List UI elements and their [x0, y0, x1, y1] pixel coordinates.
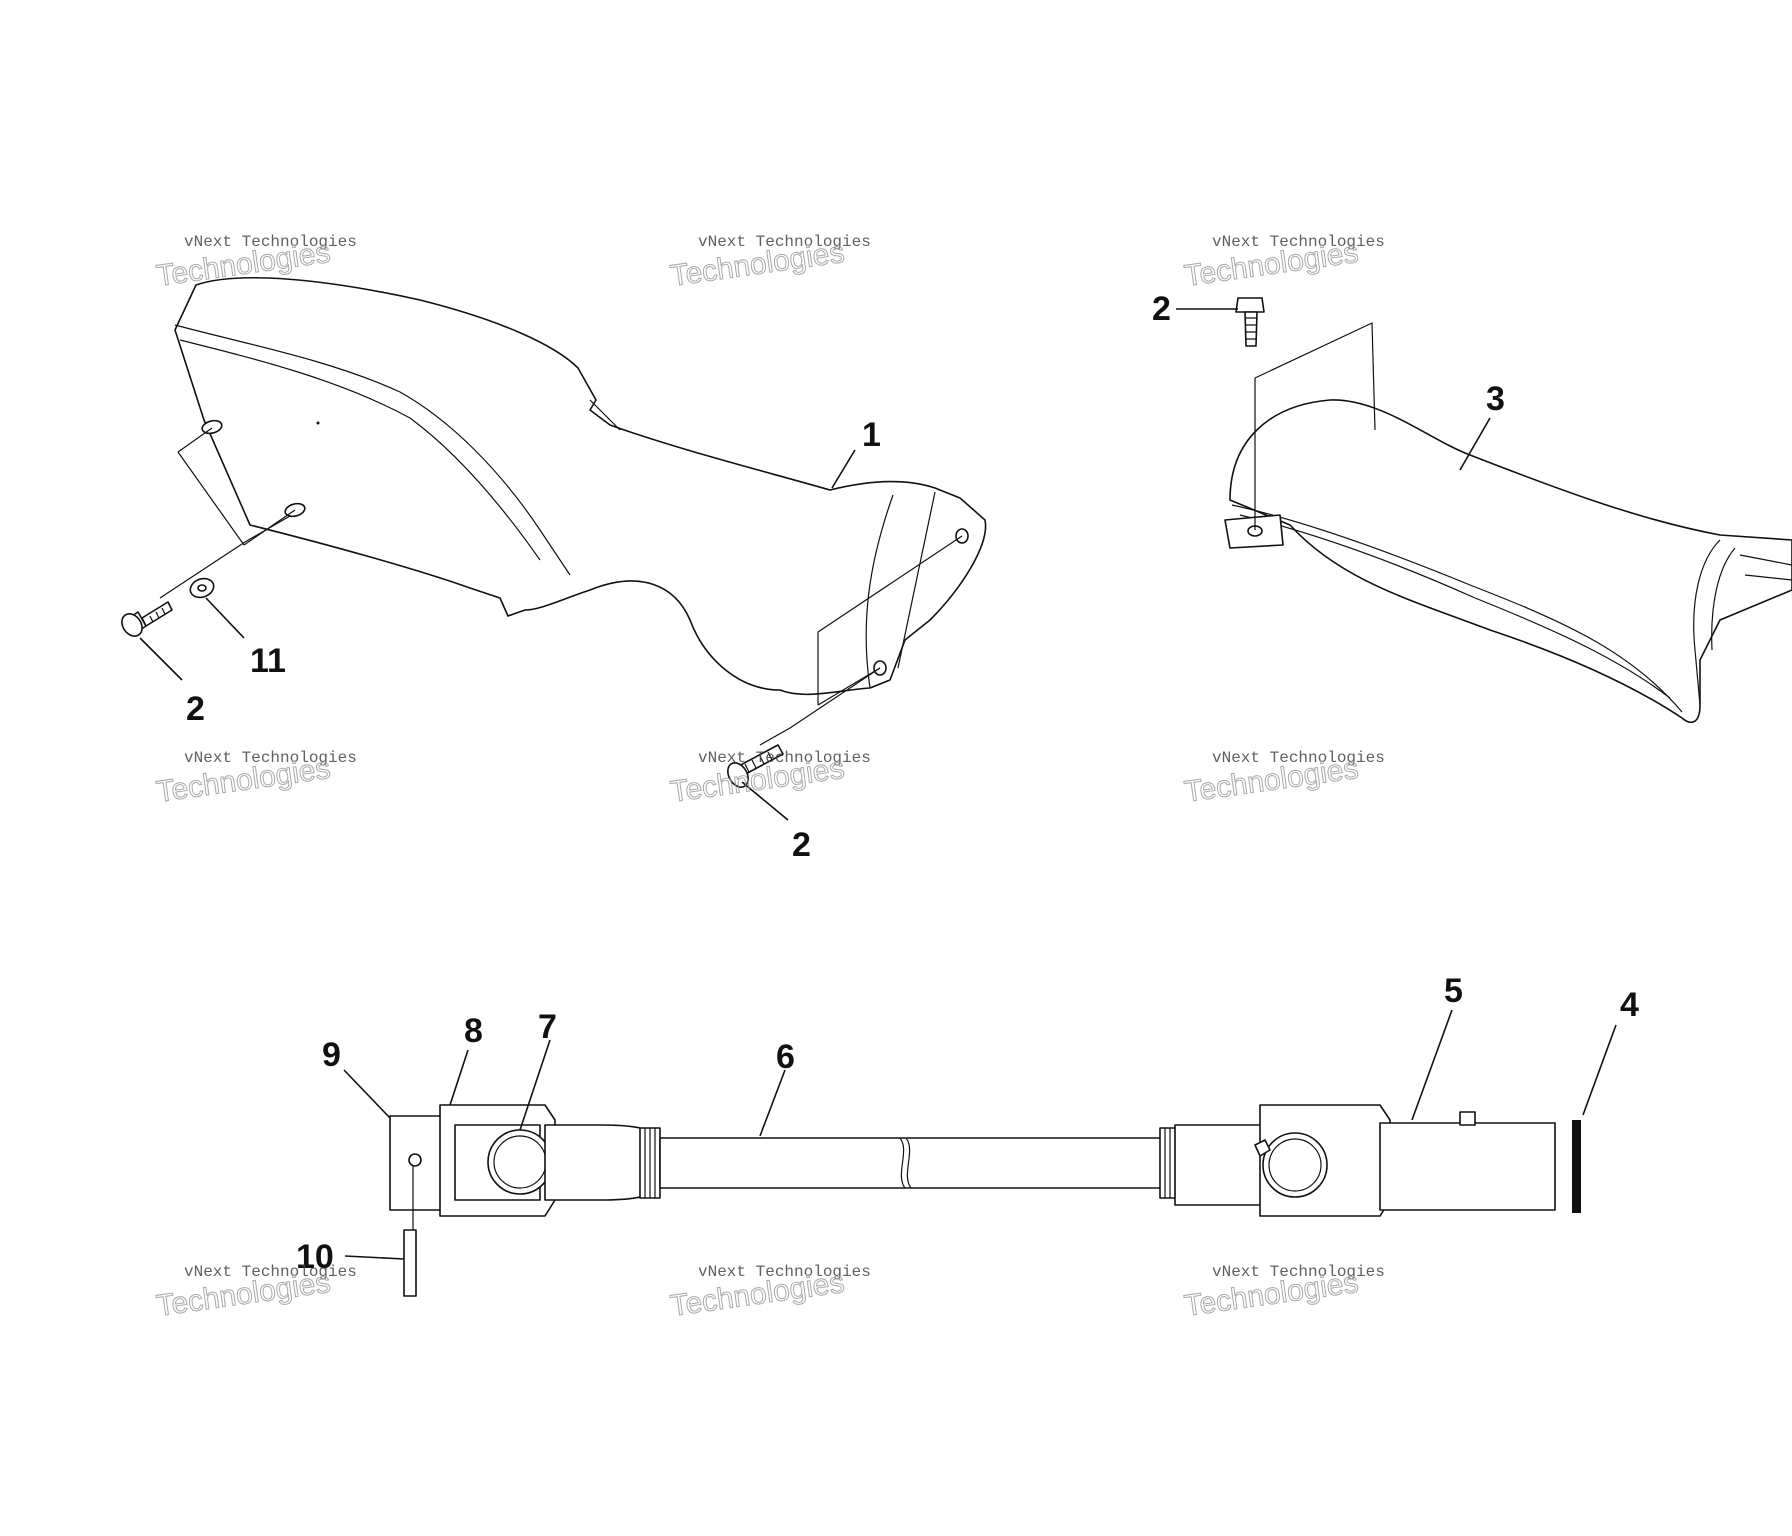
watermark: vNext Technologies Technologies: [668, 1263, 871, 1323]
bolt-2-top: [1235, 297, 1265, 347]
watermark: vNext Technologies Technologies: [154, 233, 357, 293]
watermark-line1: vNext Technologies: [698, 233, 871, 251]
watermark: vNext Technologies Technologies: [668, 233, 871, 293]
callout-7: 7: [538, 1008, 557, 1046]
bolt-2-center: [727, 744, 784, 788]
washer-11: [189, 577, 215, 599]
watermark-line1: vNext Technologies: [698, 1263, 871, 1281]
watermark: vNext Technologies Technologies: [1182, 749, 1385, 809]
part-1-guard: [159, 277, 987, 746]
watermark-line1: vNext Technologies: [1212, 1263, 1385, 1281]
driveshaft-assembly: [389, 1104, 1581, 1297]
callout-9: 9: [322, 1036, 341, 1074]
leader-lines: [139, 308, 1617, 1260]
callout-11: 11: [250, 642, 286, 680]
watermark: vNext Technologies Technologies: [154, 1263, 357, 1323]
callout-2-center: 2: [792, 826, 811, 864]
watermark: vNext Technologies Technologies: [1182, 233, 1385, 293]
callout-1: 1: [862, 416, 881, 454]
watermark: vNext Technologies Technologies: [668, 749, 871, 809]
callout-3: 3: [1486, 380, 1505, 418]
callout-8: 8: [464, 1012, 483, 1050]
watermark-line1: vNext Technologies: [184, 233, 357, 251]
watermark-line1: vNext Technologies: [184, 749, 357, 767]
watermark-line1: vNext Technologies: [184, 1263, 357, 1281]
bolt-2-left: [121, 601, 173, 637]
callout-4: 4: [1620, 986, 1639, 1024]
watermark-line1: vNext Technologies: [1212, 233, 1385, 251]
callout-10: 10: [296, 1238, 334, 1276]
watermark: vNext Technologies Technologies: [1182, 1263, 1385, 1323]
watermark-line1: vNext Technologies: [698, 749, 871, 767]
watermark-line1: vNext Technologies: [1212, 749, 1385, 767]
callout-2-left: 2: [186, 690, 205, 728]
part-3-shield: [1224, 322, 1792, 724]
callout-5: 5: [1444, 972, 1463, 1010]
callout-labels: 1 2 2 2 3 4 5 6 7 8 9 10 11: [186, 290, 1639, 1276]
callout-6: 6: [776, 1038, 795, 1076]
watermark: vNext Technologies Technologies: [154, 749, 357, 809]
callout-2-top: 2: [1152, 290, 1171, 328]
